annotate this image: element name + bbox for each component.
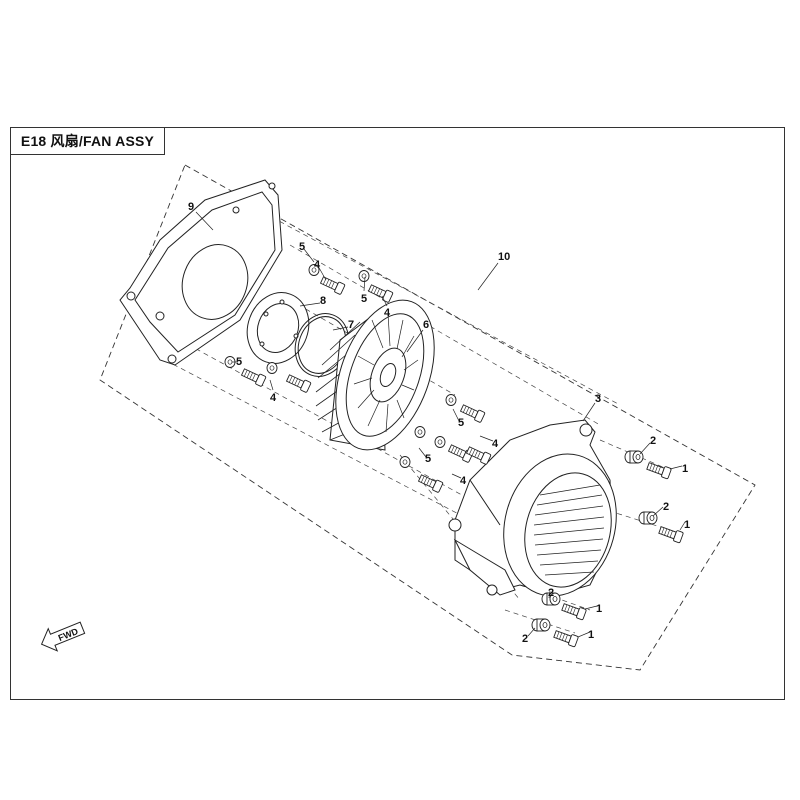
- callout-2: 2: [650, 435, 656, 447]
- fwd-label: FWD: [57, 626, 80, 643]
- callout-9: 9: [188, 201, 194, 213]
- callout-2: 2: [548, 587, 554, 599]
- callout-8: 8: [320, 295, 326, 307]
- callout-7: 7: [348, 319, 354, 331]
- callout-5: 5: [458, 417, 464, 429]
- callout-1: 1: [588, 629, 594, 641]
- callout-1: 1: [682, 463, 688, 475]
- callout-1: 1: [596, 603, 602, 615]
- callout-5: 5: [361, 293, 367, 305]
- callout-2: 2: [663, 501, 669, 513]
- forward-arrow: FWD: [40, 621, 86, 652]
- shroud-plate: [119, 179, 283, 366]
- leader-lines: [195, 211, 686, 638]
- callout-10: 10: [498, 251, 510, 263]
- drawing-frame: [10, 127, 785, 700]
- callout-4: 4: [270, 392, 277, 404]
- callout-4: 4: [384, 307, 391, 319]
- callout-5: 5: [299, 241, 305, 253]
- assembly-boundary: [99, 164, 756, 671]
- callout-5: 5: [236, 356, 242, 368]
- callout-2: 2: [522, 633, 528, 645]
- callout-4: 4: [314, 259, 321, 271]
- spacer-5: [358, 270, 370, 282]
- callout-5: 5: [425, 453, 431, 465]
- callouts: 9 10 6 7 8 5 4 5 4 5 4 3 2 1 2 1 5 4 5 4…: [188, 201, 690, 645]
- bolt-4: [319, 274, 346, 296]
- callout-3: 3: [595, 393, 601, 405]
- fan-housing: [448, 419, 617, 597]
- callout-1: 1: [684, 519, 690, 531]
- disc-plate: [246, 292, 310, 364]
- title-box: E18 风扇/FAN ASSY: [10, 127, 165, 155]
- callout-4: 4: [492, 438, 499, 450]
- callout-4: 4: [460, 475, 467, 487]
- diagram-title: E18 风扇/FAN ASSY: [20, 133, 155, 149]
- bolt-4: [367, 282, 394, 304]
- callout-6: 6: [423, 319, 429, 331]
- cooling-fan: [315, 299, 435, 451]
